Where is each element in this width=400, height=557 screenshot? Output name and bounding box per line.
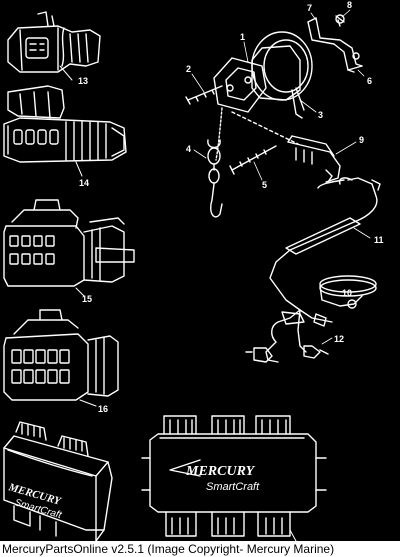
callout-8: 8 — [347, 0, 352, 10]
bracket-6 — [307, 14, 363, 73]
screw-5 — [229, 145, 277, 175]
clip-9 — [287, 135, 341, 183]
callout-13: 13 — [78, 76, 88, 86]
leads-12 — [245, 309, 333, 363]
harness-11 — [269, 177, 381, 311]
mount-plate-1 — [213, 57, 267, 113]
callout-10: 10 — [342, 288, 352, 298]
callout-14: 14 — [79, 178, 89, 188]
callout-1: 1 — [240, 32, 245, 42]
connector-15 — [3, 199, 135, 297]
callout-5: 5 — [262, 180, 267, 190]
sensor-housing-1 — [251, 31, 313, 119]
hose-clamp-10 — [319, 275, 377, 309]
junction-box-large — [141, 415, 327, 541]
callout-15: 15 — [82, 294, 92, 304]
callout-2: 2 — [186, 64, 191, 74]
callout-6: 6 — [367, 76, 372, 86]
connector-14 — [3, 85, 127, 177]
callout-7: 7 — [307, 3, 312, 13]
callout-9: 9 — [359, 135, 364, 145]
callout-11: 11 — [374, 235, 384, 245]
callout-4: 4 — [186, 144, 191, 154]
connector-13 — [7, 11, 101, 81]
callout-16: 16 — [98, 404, 108, 414]
grommet-4 — [207, 139, 223, 218]
callout-12: 12 — [334, 334, 344, 344]
brand-mercury-large: MERCURY — [185, 464, 256, 479]
screw-2 — [185, 85, 223, 105]
junction-box-small — [3, 421, 113, 541]
brand-smartcraft-large: SmartCraft — [206, 481, 260, 493]
connector-16 — [3, 309, 119, 407]
image-caption: MercuryPartsOnline v2.5.1 (Image Copyrig… — [0, 541, 400, 557]
callout-3: 3 — [318, 110, 323, 120]
